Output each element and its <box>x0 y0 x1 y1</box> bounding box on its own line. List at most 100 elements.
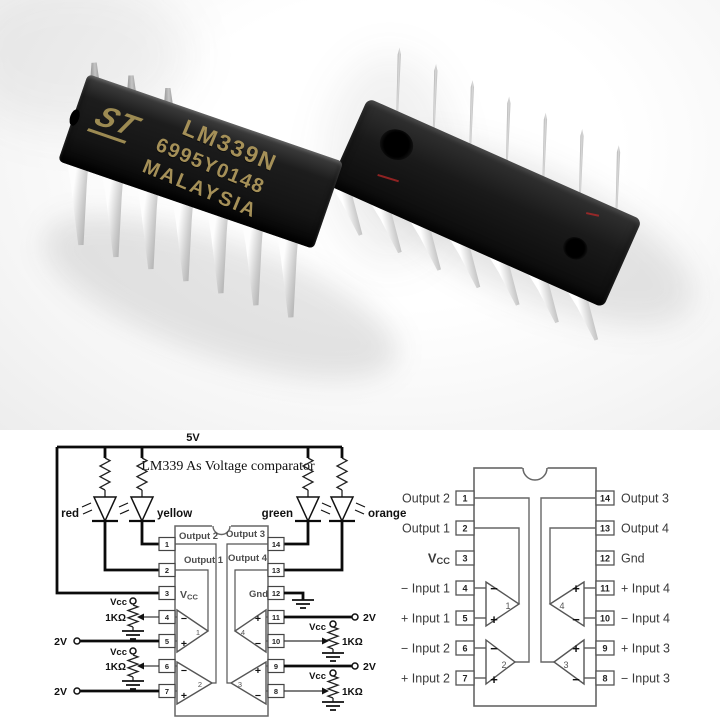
pin-function-label: Output 1 <box>402 522 450 536</box>
comparator-input-sign: + <box>490 672 498 687</box>
ic-label-output2: Output 2 <box>179 531 218 542</box>
led-symbol <box>295 496 321 523</box>
comparator-symbol <box>548 580 585 628</box>
pin-box <box>158 585 176 601</box>
pin-box <box>595 550 615 566</box>
ic-internal-wires <box>175 543 268 692</box>
pin-number: 9 <box>602 644 607 654</box>
pin-number: 5 <box>165 637 169 646</box>
vcc-terminal-label: Vcc <box>110 597 127 608</box>
pin-number: 7 <box>462 674 467 684</box>
red-ink-mark <box>586 212 600 217</box>
pot-value-label: 1KΩ <box>342 637 363 648</box>
pot-value-label: 1KΩ <box>342 687 363 698</box>
supply-voltage-label: 5V <box>186 432 200 444</box>
ground-symbol <box>292 599 314 609</box>
comparator-input-sign: − <box>572 612 580 627</box>
pin-number: 11 <box>272 613 280 622</box>
pin-number: 12 <box>600 554 610 564</box>
led-branch-green: green <box>262 457 332 523</box>
chip-pin <box>539 112 550 182</box>
pin-function-label: + Input 2 <box>401 672 450 686</box>
chip-pin <box>466 80 477 150</box>
comparator-number: 1 <box>505 601 510 611</box>
comparator-input-sign: + <box>181 638 187 650</box>
ic-notch <box>522 467 548 481</box>
chip-pin <box>429 64 440 134</box>
pin-function-label: − Input 1 <box>401 582 450 596</box>
pin-number: 7 <box>165 687 169 696</box>
ic-chip-top-view: ST LM339N 6995Y0148 MALAYSIA <box>55 74 344 258</box>
led-branch-red: red <box>61 457 118 523</box>
wiper-arrow <box>322 687 329 695</box>
resistor-symbol <box>335 457 349 497</box>
ic-label-gnd: Gnd <box>249 589 268 600</box>
led-symbol <box>129 496 155 523</box>
terminal-circle <box>129 597 137 605</box>
chip-pin <box>612 145 623 215</box>
voltage-comparator-schematic: 5V LM339 As Voltage comparator red yellow gr… <box>54 432 406 717</box>
comparator-input-sign: − <box>572 672 580 687</box>
led-light-rays <box>320 502 332 515</box>
ground-symbol <box>322 701 344 711</box>
comparator-symbol <box>552 638 585 686</box>
comparator-input-sign: + <box>490 612 498 627</box>
comparator-input-sign: + <box>255 613 261 625</box>
chip-pin <box>502 96 513 166</box>
resistor-symbol <box>301 457 315 497</box>
comparator-input-sign: − <box>255 638 261 650</box>
comparator-number: 3 <box>563 660 568 670</box>
vcc-terminal-label: Vcc <box>110 647 127 658</box>
terminal-circle <box>129 647 137 655</box>
pin-number: 6 <box>462 644 467 654</box>
potentiometer-symbol <box>326 626 340 650</box>
comparator-symbol <box>233 608 267 654</box>
chip-pin <box>575 129 586 199</box>
led-color-label: yellow <box>157 508 192 520</box>
potentiometer-symbol <box>126 604 140 628</box>
schematic-title: LM339 As Voltage comparator <box>141 459 315 474</box>
comparator-symbol <box>485 580 521 628</box>
comparator-input-sign: − <box>181 613 187 625</box>
led-symbol <box>329 496 355 523</box>
pin-number: 9 <box>274 662 278 671</box>
pin-function-label: Gnd <box>621 552 645 566</box>
comparator-input-sign: + <box>181 690 187 702</box>
pin-number: 4 <box>165 613 170 622</box>
led-color-label: red <box>61 508 79 520</box>
led-branch-orange: orange <box>329 457 406 523</box>
comparator-symbol <box>176 608 210 654</box>
pin-box <box>455 550 475 566</box>
comparator-number: 4 <box>559 601 564 611</box>
resistor-symbol <box>135 457 149 497</box>
led-output-wires <box>103 521 344 572</box>
pot-value-label: 1KΩ <box>105 662 126 673</box>
ground-symbol <box>122 680 144 690</box>
chip-pin <box>101 171 128 258</box>
pin-number: 8 <box>274 687 278 696</box>
terminal-circle <box>329 620 337 628</box>
vcc-terminal-label: Vcc <box>309 622 326 633</box>
comparator-number: 1 <box>196 628 200 637</box>
pin-number: 3 <box>462 554 467 564</box>
reference-voltage-label: 2V <box>54 686 67 698</box>
resistor-symbol <box>98 457 112 497</box>
pin-function-label: Output 4 <box>621 522 669 536</box>
pin-number: 3 <box>165 589 169 598</box>
red-ink-mark <box>377 173 399 183</box>
comparator-input-sign: − <box>181 665 187 677</box>
pin-function-label: + Input 4 <box>621 582 670 596</box>
pin-number: 11 <box>600 584 610 594</box>
pin-number: 8 <box>602 674 607 684</box>
led-light-rays <box>81 502 93 515</box>
ground-symbol <box>322 652 344 662</box>
vcc-label: VCC <box>180 589 198 602</box>
pin-number: 4 <box>462 584 467 594</box>
led-color-label: green <box>262 508 293 520</box>
pin-number: 1 <box>165 540 169 549</box>
comparator-symbol <box>176 660 214 706</box>
package-hole <box>374 124 419 166</box>
